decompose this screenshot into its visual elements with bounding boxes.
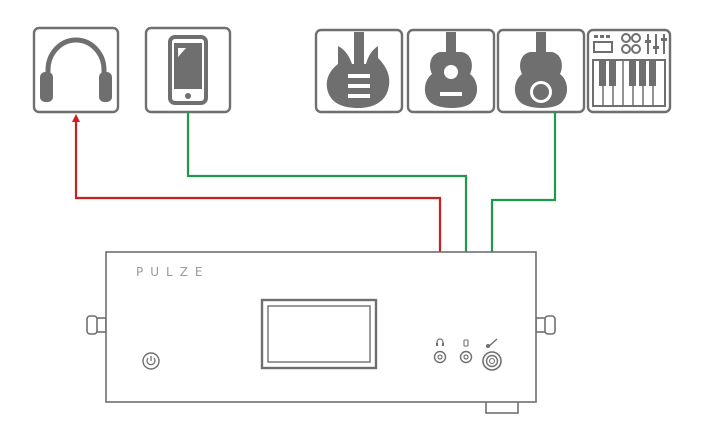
instrument-jack-icon <box>486 338 498 348</box>
device-phone-jack[interactable] <box>459 339 473 364</box>
headphones-icon <box>32 26 120 114</box>
audio-interface-device: PULZE <box>86 251 556 414</box>
brand-logo: PULZE <box>136 265 210 279</box>
left-side-knob <box>86 315 107 335</box>
smartphone-icon <box>144 26 232 114</box>
power-button[interactable] <box>142 352 160 370</box>
display-screen <box>260 298 378 370</box>
acoustic-guitar-soundhole-icon <box>496 28 586 114</box>
right-side-knob <box>535 315 556 335</box>
phone-jack-icon <box>463 339 469 347</box>
device-instrument-jack[interactable] <box>482 338 502 371</box>
synthesizer-keyboard-icon <box>586 28 672 114</box>
power-button-icon <box>146 356 156 366</box>
headphone-jack-icon <box>436 338 444 346</box>
electric-guitar-icon <box>314 28 404 114</box>
device-headphone-jack[interactable] <box>433 338 447 364</box>
acoustic-guitar-icon <box>406 28 496 114</box>
